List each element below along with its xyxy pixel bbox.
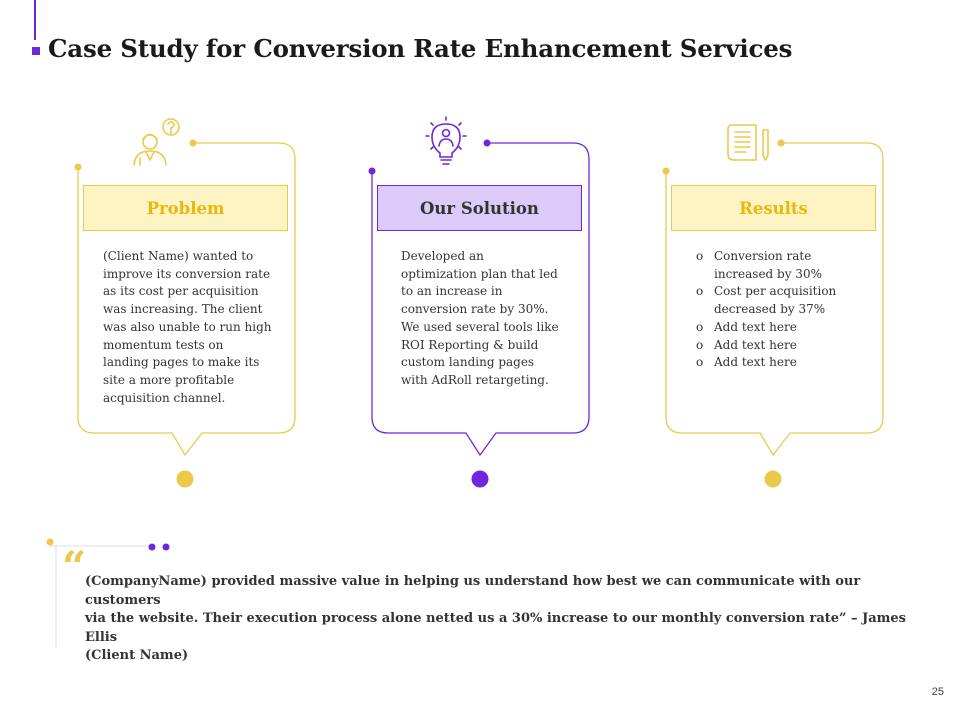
problem-line: acquisition channel.: [103, 390, 226, 405]
problem-dot-bottom: [176, 470, 194, 488]
quote-mark-icon: “: [62, 542, 87, 591]
problem-heading-box: Problem: [83, 185, 288, 231]
document-pen-icon: [727, 124, 769, 161]
results-body: o Conversion rate increased by 30% o Cos…: [696, 248, 876, 372]
problem-line: landing pages to make its: [103, 355, 260, 370]
problem-line: was also unable to run high: [103, 319, 272, 334]
solution-line: optimization plan that led: [401, 266, 558, 281]
results-item: o Cost per acquisition decreased by 37%: [696, 283, 876, 318]
slide-title: Case Study for Conversion Rate Enhanceme…: [48, 34, 793, 63]
solution-line: with AdRoll retargeting.: [401, 372, 549, 387]
quote-dot-right: [162, 543, 170, 551]
problem-dot-left: [74, 163, 82, 171]
results-item: o Conversion rate increased by 30%: [696, 248, 876, 283]
problem-line: site a more profitable: [103, 372, 235, 387]
solution-body: Developed an optimization plan that led …: [401, 248, 581, 390]
solution-heading-box: Our Solution: [377, 185, 582, 231]
solution-dot-top: [483, 139, 491, 147]
testimonial-line: (CompanyName) provided massive value in …: [85, 574, 861, 608]
solution-line: custom landing pages: [401, 355, 535, 370]
results-heading: Results: [739, 198, 808, 218]
solution-line: ROI Reporting & build: [401, 337, 539, 352]
results-dot-left: [662, 167, 670, 175]
problem-callout-outline: [77, 142, 296, 457]
results-item-line: Conversion rate: [714, 249, 812, 263]
problem-line: as its cost per acquisition: [103, 284, 259, 299]
page-number: 25: [931, 686, 944, 698]
results-item-line: Add text here: [714, 337, 797, 352]
results-item-line: Add text here: [714, 319, 797, 334]
problem-line: improve its conversion rate: [103, 266, 271, 281]
customer-question-icon: [133, 118, 180, 166]
solution-callout-outline: [371, 142, 590, 457]
testimonial-line: (Client Name): [85, 648, 189, 663]
results-dot-bottom: [764, 470, 782, 488]
testimonial-text: (CompanyName) provided massive value in …: [85, 573, 915, 666]
bullet-circle-icon: o: [696, 337, 704, 352]
problem-heading: Problem: [146, 198, 225, 218]
testimonial-line: via the website. Their execution process…: [85, 611, 906, 645]
quote-dot-mid: [148, 543, 156, 551]
problem-line: (Client Name) wanted to: [103, 249, 254, 263]
results-item-line: decreased by 37%: [714, 302, 826, 317]
bullet-circle-icon: o: [696, 319, 704, 334]
results-dot-top: [777, 139, 785, 147]
bullet-circle-icon: o: [696, 249, 704, 263]
idea-bulb-icon: [425, 116, 467, 165]
problem-body: (Client Name) wanted to improve its conv…: [103, 248, 283, 407]
results-callout-outline: [665, 142, 884, 457]
results-heading-box: Results: [671, 185, 876, 231]
bullet-circle-icon: o: [696, 355, 704, 370]
results-list: o Conversion rate increased by 30% o Cos…: [696, 248, 876, 372]
solution-line: Developed an: [401, 249, 484, 263]
title-accent-line: [34, 0, 36, 40]
results-item: o Add text here: [696, 354, 876, 372]
solution-line: to an increase in: [401, 284, 503, 299]
problem-dot-top: [189, 139, 197, 147]
problem-line: momentum tests on: [103, 337, 224, 352]
solution-dot-left: [368, 167, 376, 175]
problem-line: was increasing. The client: [103, 302, 263, 317]
solution-heading: Our Solution: [420, 198, 539, 218]
results-item-line: Add text here: [714, 355, 797, 370]
results-item: o Add text here: [696, 319, 876, 337]
results-item-line: Cost per acquisition: [714, 284, 837, 299]
quote-dot-left: [46, 538, 54, 546]
results-item-line: increased by 30%: [714, 266, 822, 281]
solution-line: conversion rate by 30%.: [401, 302, 549, 317]
results-item: o Add text here: [696, 337, 876, 355]
title-bullet: [32, 47, 40, 55]
solution-dot-bottom: [471, 470, 489, 488]
solution-line: We used several tools like: [401, 319, 559, 334]
bullet-circle-icon: o: [696, 284, 704, 299]
